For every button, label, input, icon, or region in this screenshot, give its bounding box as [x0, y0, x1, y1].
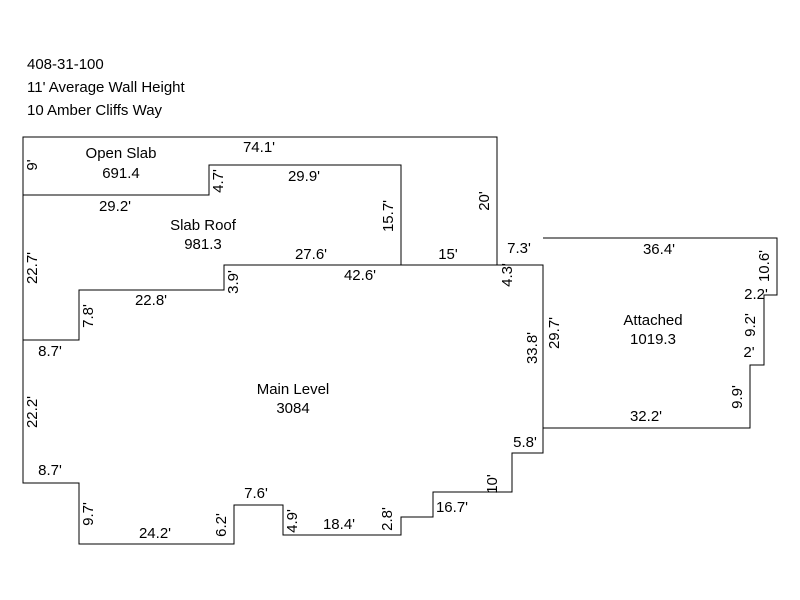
dimension-label: 8.7' [38, 462, 62, 479]
attached-area: 1019.3 [630, 331, 676, 348]
dimension-label: 32.2' [630, 408, 662, 425]
dimension-label: 27.6' [295, 246, 327, 263]
dimension-label: 42.6' [344, 267, 376, 284]
dimension-label: 2.2' [744, 286, 768, 303]
open-slab-divider [23, 164, 402, 265]
attached-outline [543, 237, 778, 429]
dimension-label: 74.1' [243, 139, 275, 156]
dimension-label: 15.7' [380, 200, 397, 232]
dimension-label: 9.2' [742, 313, 759, 337]
dimension-label: 15' [438, 246, 458, 263]
dimension-label: 6.2' [213, 513, 230, 537]
dimension-label: 20' [476, 191, 493, 211]
dimension-label: 4.7' [210, 169, 227, 193]
dimension-label: 9.7' [80, 502, 97, 526]
address: 10 Amber Cliffs Way [27, 102, 163, 119]
dimension-label: 18.4' [323, 516, 355, 533]
outer-building-outline [22, 136, 544, 545]
parcel-number: 408-31-100 [27, 56, 104, 73]
dimension-label: 22.7' [24, 252, 41, 284]
slab-roof-area: 981.3 [184, 236, 222, 253]
dimension-label: 22.8' [135, 292, 167, 309]
dimension-label: 3.9' [225, 270, 242, 294]
dimension-label: 2.8' [379, 507, 396, 531]
dimension-label: 10' [484, 474, 501, 494]
dimension-label: 36.4' [643, 241, 675, 258]
main-level-label: Main Level [257, 381, 330, 398]
attached-label: Attached [623, 312, 682, 329]
dimension-label: 4.9' [284, 509, 301, 533]
dimension-label: 2' [743, 344, 754, 361]
dimension-label: 29.2' [99, 198, 131, 215]
dimension-label: 4.3' [499, 263, 516, 287]
open-slab-label: Open Slab [86, 145, 157, 162]
dimension-label: 7.6' [244, 485, 268, 502]
dimension-label: 33.8' [524, 332, 541, 364]
dimension-label: 7.8' [80, 304, 97, 328]
dimension-label: 29.9' [288, 168, 320, 185]
dimension-label: 16.7' [436, 499, 468, 516]
dimension-label: 22.2' [24, 396, 41, 428]
slab-roof-label: Slab Roof [170, 217, 237, 234]
dimension-label: 7.3' [507, 240, 531, 257]
dimension-label: 29.7' [546, 317, 563, 349]
dimension-label: 9.9' [729, 385, 746, 409]
open-slab-area: 691.4 [102, 165, 140, 182]
dimension-label: 10.6' [756, 250, 773, 282]
average-wall-height: 11' Average Wall Height [27, 79, 185, 96]
dimension-label: 5.8' [513, 434, 537, 451]
dimension-label: 9' [24, 159, 41, 170]
dimension-label: 24.2' [139, 525, 171, 542]
dimension-label: 8.7' [38, 343, 62, 360]
main-level-area: 3084 [276, 400, 309, 417]
slab-roof-divider [23, 264, 497, 341]
